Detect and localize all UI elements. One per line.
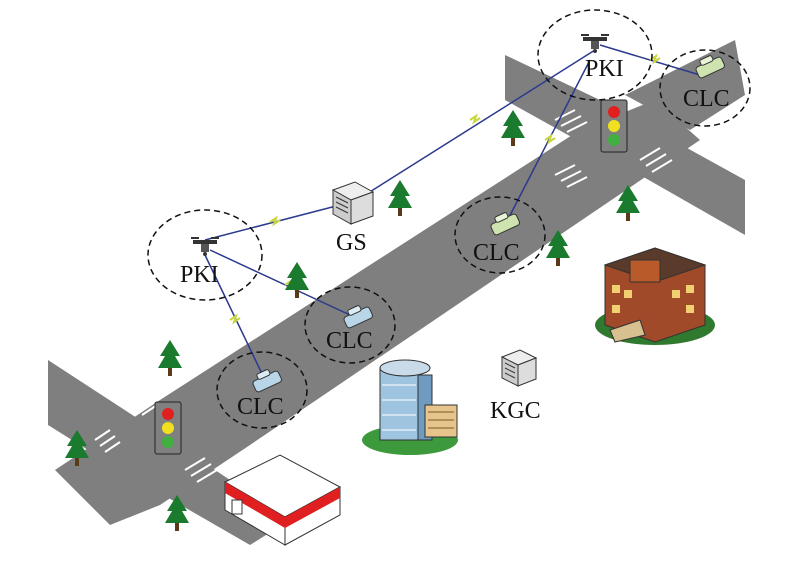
pki-left-coverage <box>147 209 263 301</box>
tree-icon <box>616 185 640 221</box>
vehicle-icon <box>695 55 725 79</box>
link-pki-top-clc-mid <box>504 59 591 226</box>
gs-label: GS <box>336 230 367 256</box>
coverage-circles <box>147 9 751 429</box>
tree-icon <box>65 430 89 466</box>
pki-left-label: PKI <box>180 262 219 288</box>
kgc-label: KGC <box>490 398 541 424</box>
clc-top-right-label: CLC <box>683 86 730 112</box>
traffic-light-icon <box>154 401 182 455</box>
link-pki-top-gs <box>364 49 596 196</box>
clc-left-coverage <box>304 286 396 364</box>
clc-right-coverage <box>659 49 751 127</box>
tree-icon <box>501 110 525 146</box>
vehicle-icon <box>490 212 520 236</box>
clc-bottom-coverage <box>216 351 308 429</box>
drone-icon <box>581 34 609 53</box>
drone-icon <box>191 237 219 256</box>
school-building-icon <box>595 247 715 345</box>
traffic-light-icon <box>600 99 628 153</box>
clc-bottom-label: CLC <box>237 394 284 420</box>
pki-top-coverage <box>537 9 653 101</box>
link-pki-left-gs <box>204 204 341 241</box>
main-road <box>55 100 700 525</box>
clc-mid-coverage <box>454 196 546 274</box>
tree-icon <box>165 495 189 531</box>
kgc-server-icon <box>500 349 538 387</box>
trees <box>65 110 640 531</box>
link-pki-left-clc-left <box>209 249 351 316</box>
tree-icon <box>388 180 412 216</box>
clc-left-mid-label: CLC <box>326 328 373 354</box>
gs-server-icon <box>331 181 375 225</box>
office-tower-icon <box>362 359 458 455</box>
pki-top-label: PKI <box>585 56 624 82</box>
shop-building-icon <box>223 454 342 546</box>
vehicle-icon <box>252 369 282 393</box>
tree-icon <box>546 230 570 266</box>
clc-mid-label: CLC <box>473 240 520 266</box>
crosswalks <box>94 109 673 483</box>
tree-icon <box>285 262 309 298</box>
vehicle-icon <box>343 305 373 329</box>
tree-icon <box>158 340 182 376</box>
